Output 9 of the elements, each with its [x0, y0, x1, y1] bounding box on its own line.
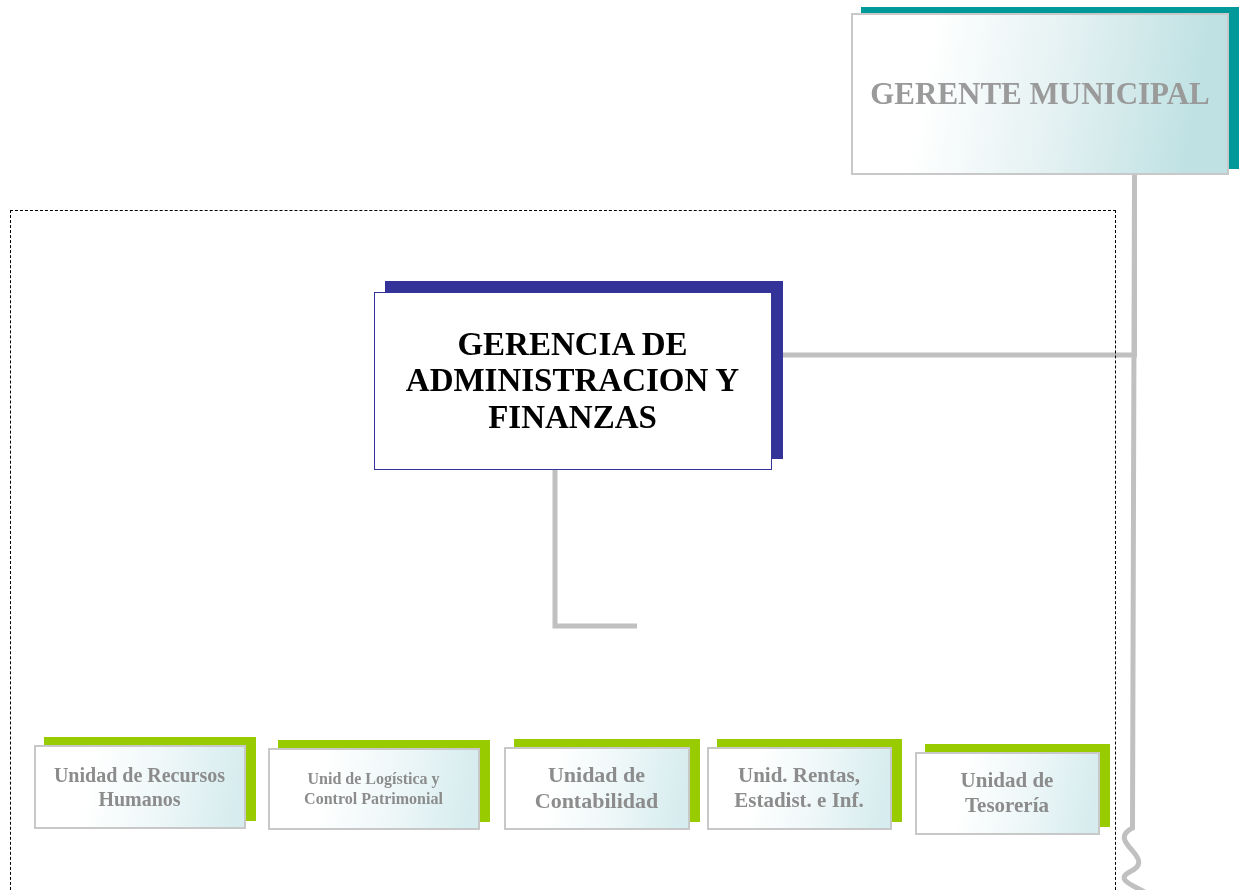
- box-label: Unidad de Recursos Humanos: [52, 762, 227, 811]
- box-label: Unid de Logística y Control Patrimonial: [303, 769, 444, 808]
- box-label: GERENTE MUNICIPAL: [870, 76, 1210, 112]
- box-label: Unidad de Tesorería: [959, 767, 1055, 819]
- dashed-frame: [10, 210, 1116, 890]
- box-label: Unidad de Contabilidad: [533, 761, 660, 815]
- box-label: Unid. Rentas, Estadist. e Inf.: [733, 762, 865, 814]
- box-label: GERENCIA DE ADMINISTRACION Y FINANZAS: [404, 326, 741, 435]
- connector-line: [552, 470, 637, 629]
